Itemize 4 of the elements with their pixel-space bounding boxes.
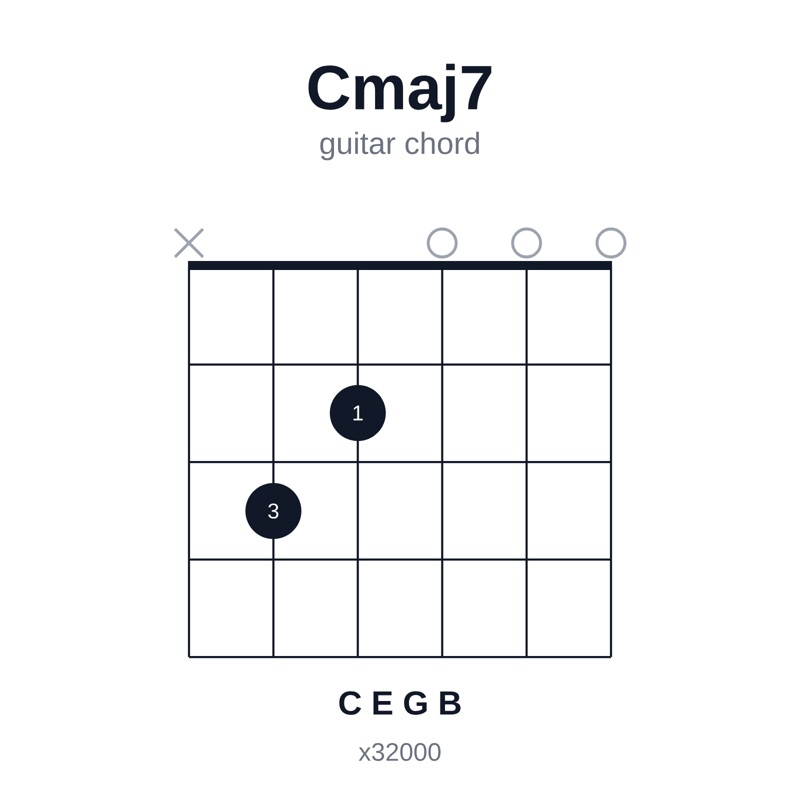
chord-title: Cmaj7 — [308, 64, 492, 122]
note-names: C E G B — [339, 691, 461, 715]
chord-subtitle: guitar chord — [320, 132, 479, 160]
fingering-code: x32000 — [358, 743, 441, 761]
